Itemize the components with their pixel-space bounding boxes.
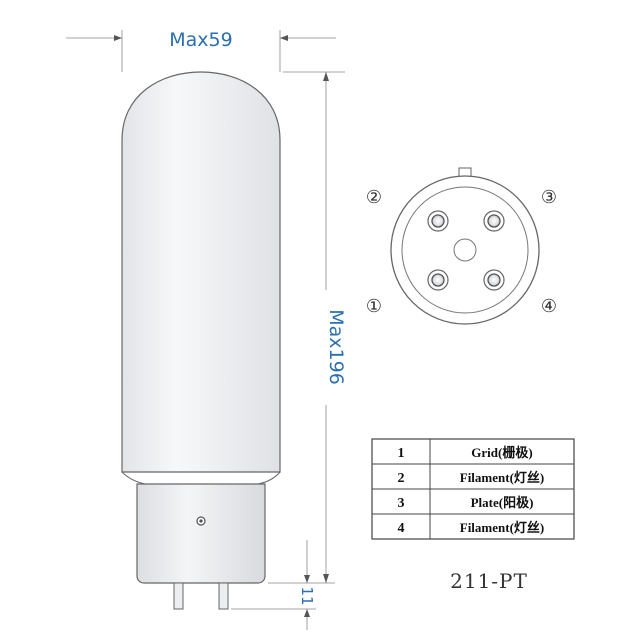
pin-table-row: 2 Filament(灯丝) xyxy=(398,470,545,486)
pin-table: 1 Grid(栅极) 2 Filament(灯丝) 3 Plate(阳极) 4 … xyxy=(371,438,575,540)
pin-table-desc: Filament(灯丝) xyxy=(460,520,544,535)
side-pin-left xyxy=(173,582,184,610)
pin-table-num: 2 xyxy=(398,471,405,486)
pin-table-row: 3 Plate(阳极) xyxy=(398,495,534,511)
height-arrow-bottom xyxy=(323,574,329,583)
base-bottom-view: ① ② ③ ④ xyxy=(366,167,557,325)
tube-side-view xyxy=(121,71,281,610)
side-pin-right xyxy=(218,582,229,610)
base-center-hole xyxy=(453,238,477,262)
height-dimension: Max196 xyxy=(268,71,347,584)
glass-bulb xyxy=(121,71,281,473)
model-label: 211-PT xyxy=(450,569,528,593)
bulb-neck xyxy=(121,471,281,485)
pin-number-1: ① xyxy=(366,296,382,317)
pin-table-row: 1 Grid(栅极) xyxy=(398,445,533,461)
width-label: Max59 xyxy=(169,29,232,51)
pin-length-label: 11 xyxy=(298,586,316,605)
tube-base xyxy=(136,483,266,584)
pin-table-desc: Plate(阳极) xyxy=(471,495,534,510)
width-arrow-left xyxy=(114,35,122,41)
pin-number-3: ③ xyxy=(541,187,557,208)
height-arrow-top xyxy=(323,72,329,81)
pin-table-row: 4 Filament(灯丝) xyxy=(398,520,545,536)
pin-arrow-top xyxy=(304,575,310,583)
base-pin-3 xyxy=(483,210,505,232)
pin-length-dimension: 11 xyxy=(231,540,316,630)
base-key-hole-dot xyxy=(199,519,203,523)
pin-table-desc: Filament(灯丝) xyxy=(460,470,544,485)
base-pin-4 xyxy=(483,269,505,291)
pin-number-2: ② xyxy=(366,187,382,208)
base-pin-1 xyxy=(427,269,449,291)
base-pin-2 xyxy=(427,210,449,232)
height-label: Max196 xyxy=(325,309,347,385)
width-dimension: Max59 xyxy=(66,29,336,72)
pin-table-num: 3 xyxy=(398,496,405,511)
pin-table-desc: Grid(栅极) xyxy=(471,445,532,460)
pin-arrow-bottom xyxy=(304,609,310,617)
pin-table-num: 1 xyxy=(398,446,405,461)
pin-table-num: 4 xyxy=(398,521,405,536)
pin-number-4: ④ xyxy=(541,296,557,317)
width-arrow-right xyxy=(280,35,288,41)
